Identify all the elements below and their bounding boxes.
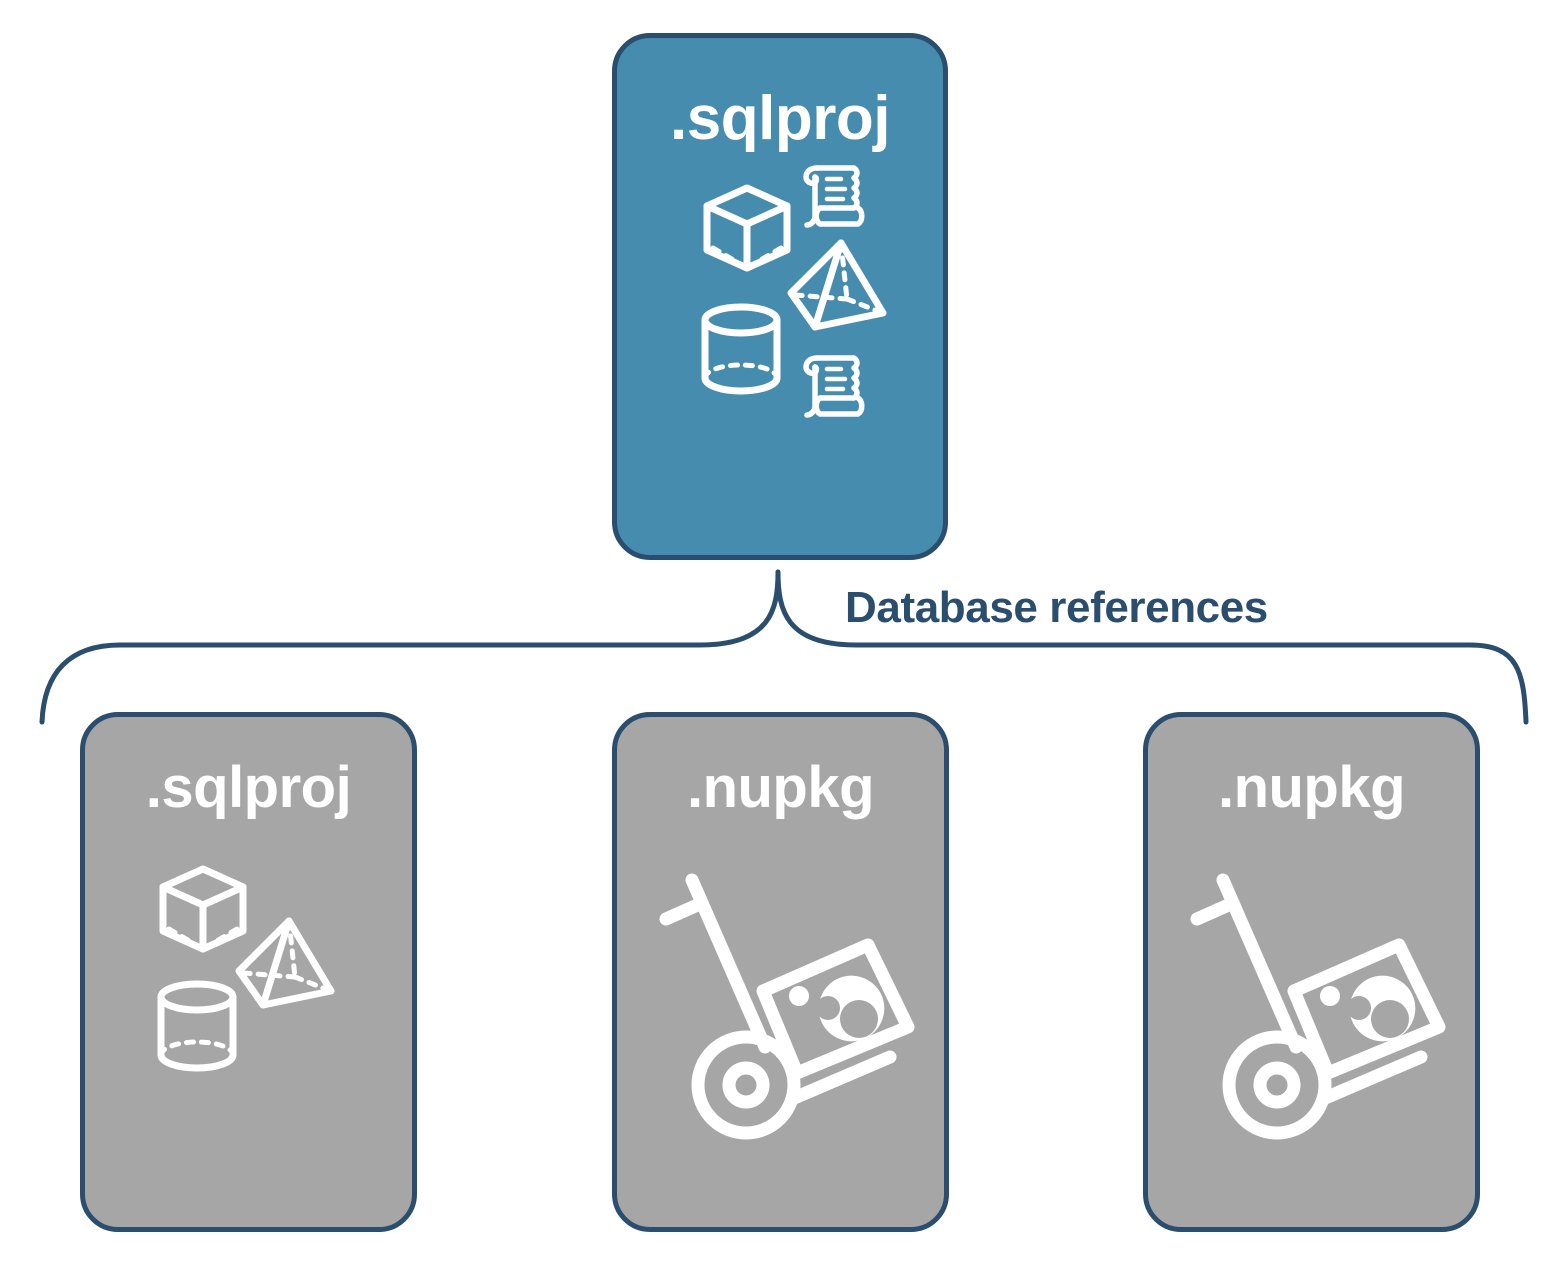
node-label: .nupkg bbox=[1217, 755, 1406, 820]
node-card-nupkg-1[interactable]: .nupkg bbox=[612, 712, 949, 1232]
pyramid-icon bbox=[235, 917, 335, 1009]
connector-label: Database references bbox=[845, 583, 1268, 632]
node-label: .sqlproj bbox=[670, 84, 890, 153]
node-icon-group bbox=[617, 817, 944, 1227]
package-hand-truck-icon bbox=[1190, 873, 1446, 1140]
script-scroll-icon bbox=[803, 355, 865, 418]
node-label: .sqlproj bbox=[145, 755, 352, 820]
node-card-sqlproj-reference[interactable]: .sqlproj bbox=[80, 712, 417, 1232]
pyramid-icon bbox=[787, 239, 887, 331]
node-card-sqlproj-primary[interactable]: .sqlproj bbox=[612, 33, 948, 560]
cylinder-icon bbox=[701, 303, 781, 395]
node-icon-group bbox=[617, 150, 943, 555]
node-icon-group bbox=[1148, 817, 1475, 1227]
cube-icon bbox=[703, 184, 791, 272]
node-label: .nupkg bbox=[686, 755, 875, 820]
node-icon-group bbox=[85, 817, 412, 1227]
script-scroll-icon bbox=[803, 165, 865, 228]
cube-icon bbox=[159, 865, 247, 953]
package-hand-truck-icon bbox=[659, 873, 915, 1140]
cylinder-icon bbox=[157, 980, 237, 1072]
node-card-nupkg-2[interactable]: .nupkg bbox=[1143, 712, 1480, 1232]
